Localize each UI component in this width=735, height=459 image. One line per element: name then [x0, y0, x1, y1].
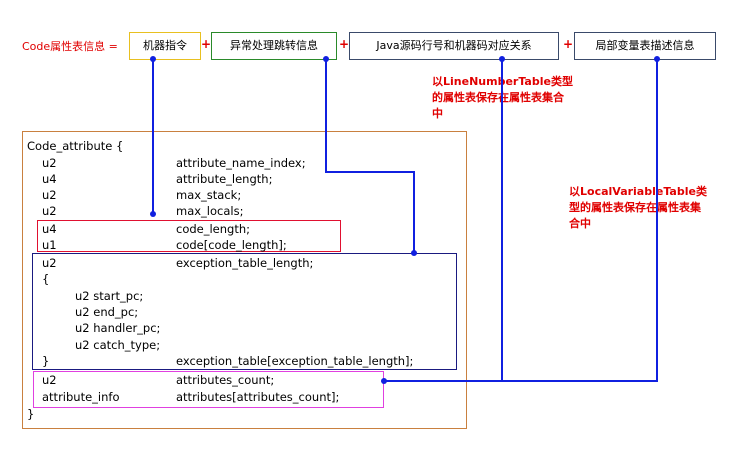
field-name: attributes[attributes_count]; [176, 390, 340, 404]
field-type: u2 [42, 188, 57, 202]
plus-sign-3: + [563, 37, 574, 51]
field-type: u1 [42, 238, 57, 252]
exception-field: u2 start_pc; [75, 289, 144, 303]
field-name: code_length; [176, 222, 251, 236]
box-line-number-mapping: Java源码行号和机器码对应关系 [349, 32, 559, 60]
attributes-highlight [33, 371, 384, 408]
exception-brace-close: } [42, 354, 50, 368]
plus-sign-1: + [201, 37, 212, 51]
note-local-variable-line-1: 以LocalVariableTable类 [569, 185, 707, 198]
field-name: max_locals; [176, 204, 244, 218]
note-local-variable-line-2: 型的属性表保存在属性表集 [569, 201, 701, 214]
code-attribute-frame [22, 131, 467, 429]
box-exception-handling-label: 异常处理跳转信息 [230, 39, 318, 52]
field-type: attribute_info [42, 390, 120, 404]
box-machine-instructions-label: 机器指令 [143, 39, 187, 52]
exception-field: u2 handler_pc; [75, 321, 161, 335]
field-name: attribute_name_index; [176, 156, 306, 170]
exception-brace-open: { [42, 272, 50, 286]
code-bytes-highlight [37, 220, 341, 252]
box-line-number-mapping-label: Java源码行号和机器码对应关系 [376, 39, 532, 52]
field-type: u4 [42, 172, 57, 186]
exception-field: u2 end_pc; [75, 305, 139, 319]
field-name: max_stack; [176, 188, 242, 202]
wire-dot [323, 56, 329, 62]
wire-dot [411, 250, 417, 256]
field-name: attribute_length; [176, 172, 273, 186]
box-local-variable-table: 局部变量表描述信息 [574, 32, 716, 60]
note-local-variable-line-3: 合中 [569, 217, 591, 230]
exception-table-field: exception_table[exception_table_length]; [176, 354, 414, 368]
wire-dot [499, 56, 505, 62]
exception-table-highlight [32, 253, 457, 370]
wire-dot [150, 56, 156, 62]
box-exception-handling: 异常处理跳转信息 [211, 32, 337, 60]
box-machine-instructions: 机器指令 [129, 32, 201, 60]
wire-dot [150, 211, 156, 217]
wire-dot [381, 378, 387, 384]
code-attribute-open: Code_attribute { [27, 139, 124, 153]
code-attribute-label: Code属性表信息 = [22, 40, 118, 53]
wire-dot [654, 56, 660, 62]
code-attribute-close: } [27, 407, 35, 421]
wire-exception-handling [325, 59, 415, 253]
field-type: u2 [42, 156, 57, 170]
note-line-number-line-3: 中 [432, 107, 443, 120]
field-name: exception_table_length; [176, 256, 314, 270]
plus-sign-2: + [339, 37, 350, 51]
field-type: u2 [42, 256, 57, 270]
box-local-variable-table-label: 局部变量表描述信息 [595, 39, 695, 52]
field-type: u4 [42, 222, 57, 236]
field-type: u2 [42, 204, 57, 218]
exception-field: u2 catch_type; [75, 338, 161, 352]
field-name: attributes_count; [176, 373, 275, 387]
field-name: code[code_length]; [176, 238, 287, 252]
wire-local-variable [384, 59, 658, 382]
note-local-variable-table: 以LocalVariableTable类 型的属性表保存在属性表集 合中 [569, 184, 707, 232]
field-type: u2 [42, 373, 57, 387]
note-line-number-line-2: 的属性表保存在属性表集合 [432, 91, 564, 104]
